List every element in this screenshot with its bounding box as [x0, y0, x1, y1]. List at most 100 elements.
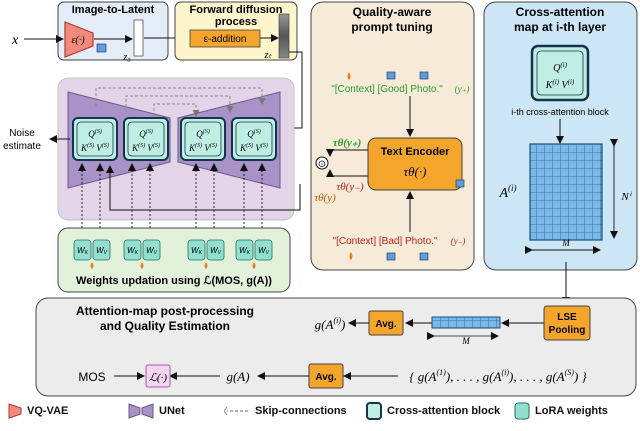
encoder-label: ε(·) — [71, 35, 85, 46]
legend-unet: UNet — [128, 400, 185, 422]
g-ai-label: g(A(i)) — [315, 316, 346, 332]
legend-skip-label: Skip-connections — [255, 405, 347, 417]
legend-cross-attn: Cross-attention block — [366, 400, 500, 422]
post-processing-block: Attention-map post-processing and Qualit… — [35, 297, 637, 397]
frozen-icon — [386, 71, 396, 80]
zt-noisy-latent-bar — [278, 13, 290, 59]
skip-connection-inner — [153, 103, 200, 117]
legend-vqvae-label: VQ-VAE — [27, 405, 69, 417]
legend-lora: LoRA weights — [514, 400, 608, 422]
vector-dim-label: M — [461, 336, 470, 346]
frozen-icon — [419, 71, 429, 80]
svg-text:K(S) V(S): K(S) V(S) — [80, 142, 109, 153]
legend-cross-attn-label: Cross-attention block — [387, 405, 501, 417]
legend-vqvae: VQ-VAE — [8, 400, 68, 422]
svg-text:WK: WK — [239, 246, 251, 256]
tau-y-label: τθ(y) — [314, 192, 336, 204]
tau-good-arrow — [326, 149, 368, 157]
lora-weight-pairs: WK WV WK WV WK WV WK WV — [73, 239, 273, 261]
tau-good-label: τθ(y₊) — [333, 137, 362, 149]
dim-m-label: M — [561, 238, 570, 248]
lse-pooling-label-2: Pooling — [549, 325, 586, 336]
unet-block — [57, 77, 295, 221]
lse-pooling-label-1: LSE — [557, 312, 577, 323]
cross-attention-panel: Cross-attention map at i-th layer Q(i) K… — [483, 1, 638, 271]
cross-attn-legend-icon — [366, 402, 382, 420]
bad-prompt-tag: (y₋) — [451, 236, 466, 246]
input-x: x — [11, 33, 19, 48]
forward-diffusion-title-line1: Forward diffusion — [190, 4, 283, 16]
svg-text:Q(S): Q(S) — [88, 128, 102, 139]
pooled-vector — [431, 316, 501, 329]
text-encoder-fn: τθ(·) — [404, 164, 427, 179]
loss-label: ℒ(·) — [149, 372, 167, 384]
svg-text:WV: WV — [258, 246, 270, 256]
ith-cross-attention-block — [530, 44, 590, 102]
legend-unet-label: UNet — [159, 405, 185, 417]
svg-text:WV: WV — [146, 246, 158, 256]
mos-label: MOS — [78, 370, 105, 384]
prompt-tuning-block: Quality-aware prompt tuning "[Context] [… — [310, 1, 475, 271]
svg-text:Q(S): Q(S) — [196, 128, 210, 139]
image-to-latent-block: Image-to-Latent ε(·) z₀ — [57, 1, 169, 63]
good-prompt-tag: (y₊) — [455, 84, 470, 94]
unet-legend-icon — [128, 403, 154, 419]
noise-estimate-line2: estimate — [3, 141, 41, 152]
good-prompt-text: "[Context] [Good] Photo." — [331, 84, 443, 95]
prompt-tuning-title-line2: prompt tuning — [351, 20, 432, 34]
avg-label-top: Avg. — [375, 319, 397, 330]
attention-map-grid — [529, 143, 603, 241]
post-processing-title-line2: and Quality Estimation — [100, 319, 230, 333]
g-set-label: { g(A(1)), . . . , g(A(i)), . . . , g(A(… — [409, 368, 587, 384]
svg-text:K(S) V(S): K(S) V(S) — [239, 142, 268, 153]
vqvae-legend-icon — [8, 403, 22, 419]
unet-encoder-shape — [67, 91, 171, 189]
cross-attention-title-line1: Cross-attention — [516, 5, 605, 19]
lora-weights-block: WK WV WK WV WK WV WK WV Weights updation… — [57, 227, 291, 293]
weights-update-label: Weights updation using ℒ(MOS, g(A)) — [76, 275, 272, 287]
svg-text:WK: WK — [127, 246, 139, 256]
skip-legend-icon — [224, 406, 248, 416]
lora-legend-icon — [514, 402, 530, 420]
unet-decoder-shape — [177, 91, 281, 189]
conditioning-arrow — [106, 165, 301, 211]
legend-lora-label: LoRA weights — [535, 405, 608, 417]
forward-diffusion-block: Forward diffusion process ε-addition zₜ — [174, 1, 298, 61]
frozen-icon — [455, 179, 465, 188]
trainable-flame-icons — [90, 262, 256, 269]
text-encoder-label: Text Encoder — [381, 146, 451, 158]
svg-text:Q(S): Q(S) — [139, 128, 153, 139]
svg-text:K(S) V(S): K(S) V(S) — [131, 142, 160, 153]
g-a-label: g(A) — [226, 369, 249, 384]
cross-block-caption: i-th cross-attention block — [511, 107, 609, 117]
unet-cross-attention-blocks: Q(S) K(S) V(S) Q(S) K(S) V(S) Q(S) K(S) … — [72, 117, 277, 161]
forward-diffusion-title-line2: process — [215, 16, 257, 28]
z0-label: z₀ — [122, 52, 131, 63]
prompt-tuning-title-line1: Quality-aware — [353, 5, 432, 19]
dim-n-label: Nⁱ — [620, 191, 632, 203]
svg-text:WV: WV — [96, 246, 108, 256]
frozen-icon — [386, 252, 396, 261]
zt-label: zₜ — [264, 50, 273, 61]
tau-bad-arrow — [326, 169, 368, 177]
cross-attention-block: Q(S) K(S) V(S) — [231, 117, 277, 161]
noise-estimate-line1: Noise — [9, 128, 35, 139]
vq-vae-encoder-icon — [64, 21, 94, 58]
skip-connection-middle — [125, 95, 234, 113]
cross-attention-block: Q(S) K(S) V(S) — [180, 117, 226, 161]
hadamard-symbol: ⊙ — [318, 159, 326, 170]
svg-text:WK: WK — [191, 246, 203, 256]
flame-icon — [347, 72, 351, 80]
svg-text:K(i) V(i): K(i) V(i) — [545, 78, 575, 91]
bad-prompt-text: "[Context] [Bad] Photo." — [333, 236, 438, 247]
cross-attention-title-line2: map at i-th layer — [514, 20, 606, 34]
frozen-encoder-icon — [96, 43, 107, 53]
z0-latent-bar — [133, 19, 144, 57]
legend-skip: Skip-connections — [224, 400, 347, 422]
image-to-latent-title: Image-to-Latent — [72, 4, 155, 16]
tau-bad-label: τθ(y₋) — [336, 181, 364, 193]
svg-text:WV: WV — [210, 246, 222, 256]
hadamard-node — [315, 156, 329, 170]
